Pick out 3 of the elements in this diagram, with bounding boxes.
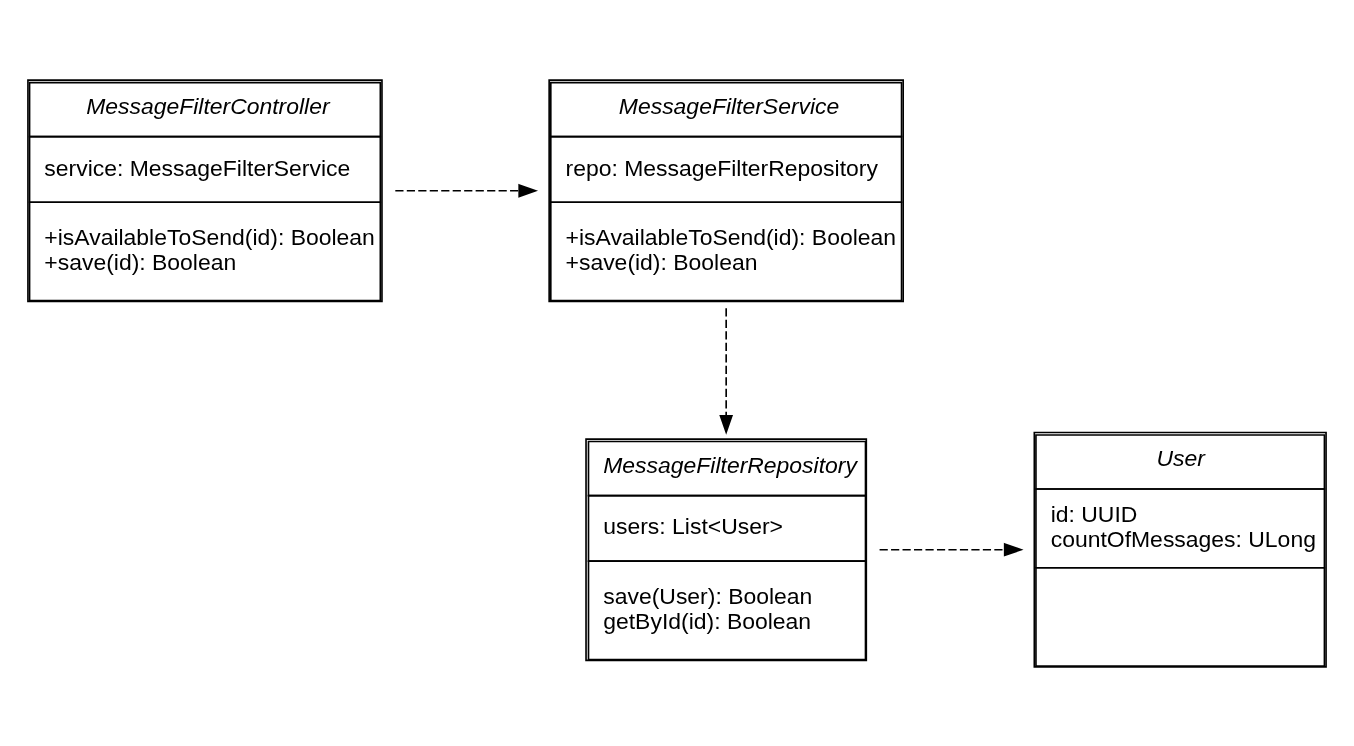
arrow — [719, 307, 734, 435]
arrow — [394, 183, 539, 198]
arrow — [878, 542, 1024, 557]
